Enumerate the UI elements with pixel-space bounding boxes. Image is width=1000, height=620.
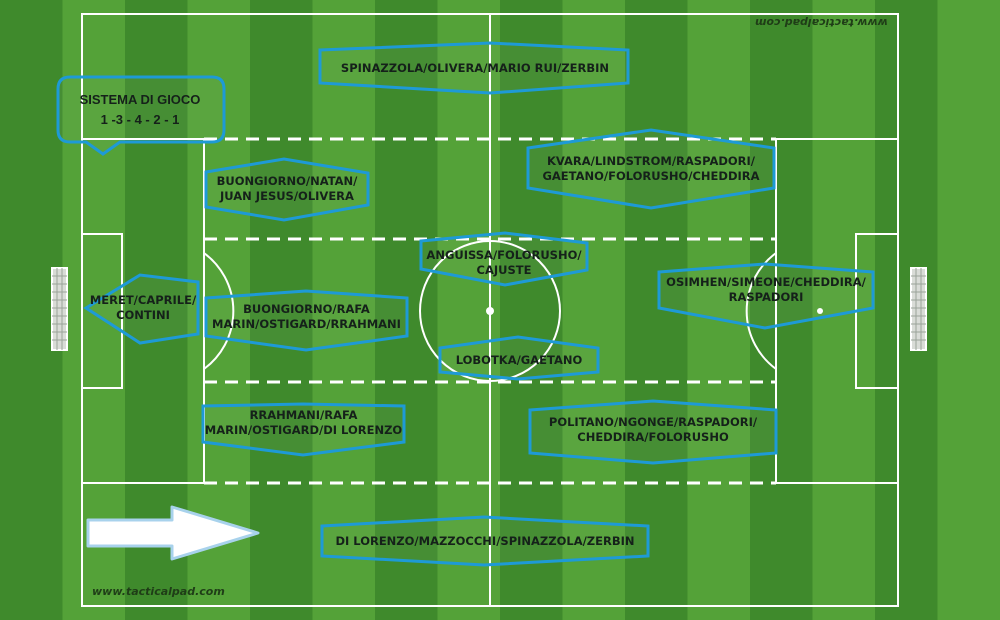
- grass-stripe: [312, 0, 376, 620]
- system-value: 1 -3 - 4 - 2 - 1: [100, 112, 180, 127]
- system-callout-outline: [56, 75, 226, 156]
- grass-stripe: [62, 0, 126, 620]
- label-left-wing-top: SPINAZZOLA/OLIVERA/MARIO RUI/ZERBIN: [340, 60, 610, 75]
- left-penalty-arc: [203, 252, 235, 370]
- right-penalty-spot: [817, 308, 823, 314]
- left-goal-net: [51, 267, 68, 351]
- left-wing-outline: [318, 41, 630, 95]
- goalkeeper-outline: [83, 273, 200, 345]
- cb-center-outline: [204, 289, 409, 352]
- cb-left-outline: [204, 157, 370, 222]
- cb-right-outline: [201, 402, 406, 457]
- right-wing-outline: [320, 515, 650, 567]
- zone-dashed-lines: [204, 137, 776, 485]
- center-spot: [486, 307, 494, 315]
- striker-outline: [657, 262, 875, 330]
- watermark-top: www.tacticalpad.com: [755, 16, 888, 29]
- att-right-outline: [528, 399, 778, 465]
- grass-stripe: [875, 0, 938, 620]
- label-cb-left: BUONGIORNO/NATAN/JUAN JESUS/OLIVERA: [216, 174, 358, 203]
- player-zones: [56, 41, 875, 567]
- att-left-outline: [526, 128, 776, 210]
- grass-stripe: [937, 0, 1000, 620]
- label-mid-top: ANGUISSA/FOLORUSHO/CAJUSTE: [426, 248, 582, 277]
- label-goalkeeper: MERET/CAPRILE/CONTINI: [89, 293, 197, 322]
- pitch-markings: [81, 13, 899, 607]
- label-mid-bottom: LOBOTKA/GAETANO: [455, 352, 583, 367]
- grass-stripe: [562, 0, 626, 620]
- watermark-bottom: www.tacticalpad.com: [92, 585, 225, 598]
- grass-stripe: [250, 0, 313, 620]
- label-right-wing-bottom: DI LORENZO/MAZZOCCHI/SPINAZZOLA/ZERBIN: [335, 533, 635, 548]
- grass-stripe: [750, 0, 813, 620]
- label-att-left: KVARA/LINDSTROM/RASPADORI/GAETANO/FOLORU…: [542, 154, 760, 183]
- mid-bottom-outline: [438, 335, 600, 381]
- grass-stripe: [500, 0, 563, 620]
- direction-arrow-icon: [86, 505, 260, 561]
- label-att-right: POLITANO/NGONGE/RASPADORI/CHEDDIRA/FOLOR…: [548, 415, 758, 444]
- system-title: SISTEMA DI GIOCO: [79, 92, 201, 107]
- label-striker: OSIMHEN/SIMEONE/CHEDDIRA/RASPADORI: [666, 275, 866, 304]
- grass-stripe: [687, 0, 751, 620]
- right-goal-net: [910, 267, 927, 351]
- mid-top-outline: [419, 231, 589, 287]
- left-goal-area: [81, 233, 123, 389]
